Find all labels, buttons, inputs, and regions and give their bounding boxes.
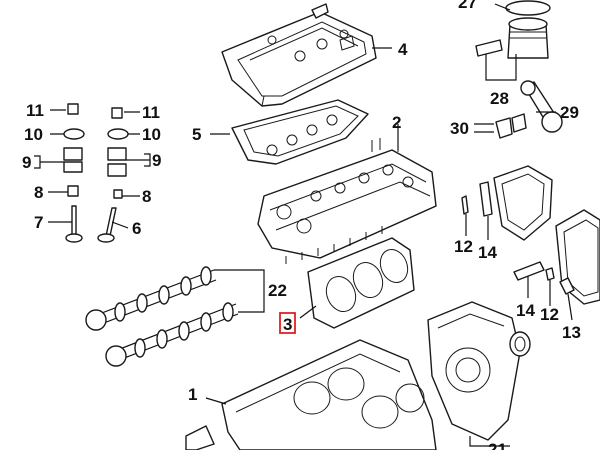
callout-9-right: 9 (152, 151, 161, 170)
callout-5: 5 (192, 125, 201, 144)
callout-1: 1 (188, 385, 197, 404)
callout-22: 22 (268, 281, 287, 300)
valve-train-left (63, 103, 85, 243)
valve-cover-gasket (231, 99, 369, 165)
chain-cover-lower (555, 209, 600, 305)
callout-11-left: 11 (26, 101, 44, 120)
callout-30: 30 (450, 119, 469, 138)
timing-cover (427, 301, 531, 441)
engine-block (185, 339, 437, 451)
callout-7: 7 (34, 213, 43, 232)
callout-6: 6 (132, 219, 141, 238)
callout-29: 29 (560, 103, 579, 122)
valve-cover (221, 3, 377, 107)
valve-train-right (97, 107, 129, 243)
leader-lines (34, 3, 573, 447)
callout-10-right: 10 (142, 125, 161, 144)
piston-assembly (475, 0, 551, 59)
callout-12-lower: 12 (540, 305, 559, 324)
camshafts (85, 266, 239, 367)
callout-2: 2 (392, 113, 401, 132)
callout-8-left: 8 (34, 183, 43, 202)
head-gasket (307, 237, 415, 329)
callout-8-right: 8 (142, 187, 151, 206)
sensors (461, 181, 575, 295)
highlight-box-callout-3 (279, 312, 296, 334)
callout-11-right: 11 (142, 103, 160, 122)
callout-10-left: 10 (24, 125, 43, 144)
callout-14-lower: 14 (516, 301, 535, 320)
callout-4: 4 (398, 40, 408, 59)
callout-labels: 4 5 2 3 22 1 21 27 28 29 30 12 14 14 12 … (22, 0, 581, 455)
callout-28: 28 (490, 89, 509, 108)
callout-27: 27 (458, 0, 477, 12)
callout-9-left: 9 (22, 153, 31, 172)
cylinder-head (257, 138, 437, 264)
chain-cover-upper (493, 165, 553, 241)
callout-3: 3 (283, 315, 292, 334)
callout-13: 13 (562, 323, 581, 342)
callout-14-upper: 14 (478, 243, 497, 262)
callout-12-upper: 12 (454, 237, 473, 256)
callout-21: 21 (488, 440, 507, 450)
